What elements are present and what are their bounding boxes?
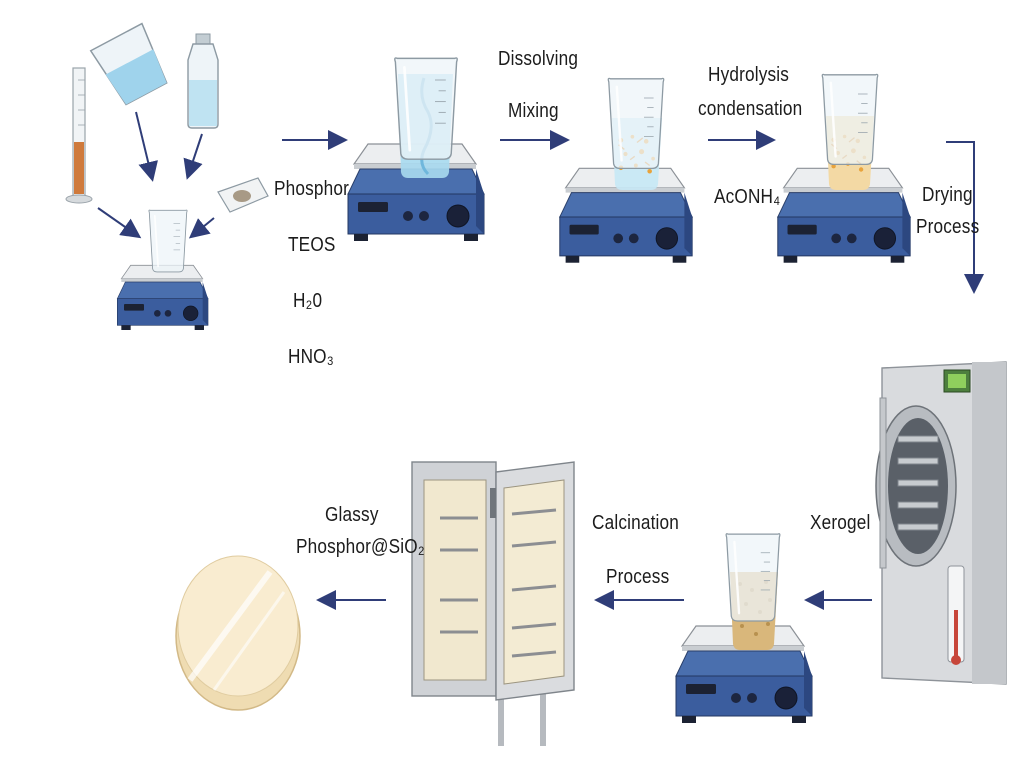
pouring-beaker: [89, 22, 168, 106]
reagent-arrows: [97, 111, 215, 239]
step-label-mixing: Mixing: [508, 100, 559, 122]
beaker-5: [724, 531, 782, 623]
empty-beaker-1: [147, 208, 189, 274]
beaker-3: [606, 76, 666, 171]
step-label-xerogel: Xerogel: [810, 512, 871, 534]
powder-weighing-boat: [217, 177, 269, 213]
reagent-label-teos: TEOS: [288, 234, 336, 256]
glassy-phosphor-disc: [175, 555, 301, 711]
arrow-to-drying: [946, 141, 984, 294]
step-label-condensation: condensation: [698, 98, 803, 120]
beaker-2: [392, 56, 460, 162]
step-label-drying-process: Process: [916, 216, 980, 238]
product-label-line1: Glassy: [325, 504, 379, 526]
hotplate-stirrer-1: [116, 264, 209, 331]
graduated-cylinder: [65, 67, 93, 204]
reagent-label-nitric-acid: HNO₃: [288, 346, 334, 368]
beaker-4: [820, 72, 880, 167]
step-label-calcination: Calcination: [592, 512, 679, 534]
product-label-line2: Phosphor@SiO₂: [296, 536, 425, 558]
muffle-furnace: [411, 461, 575, 746]
freeze-dryer: [875, 361, 1007, 685]
step-label-catalyst: AcONH₄: [714, 186, 781, 208]
step-label-hydrolysis: Hydrolysis: [708, 64, 790, 86]
reagent-bottle: [187, 33, 219, 129]
reagent-label-water: H₂0: [293, 290, 323, 312]
step-label-calcination-process: Process: [606, 566, 670, 588]
step-label-dissolving: Dissolving: [498, 48, 579, 70]
reagent-label-phosphor: Phosphor: [274, 178, 350, 200]
step-label-drying: Drying: [922, 184, 973, 206]
